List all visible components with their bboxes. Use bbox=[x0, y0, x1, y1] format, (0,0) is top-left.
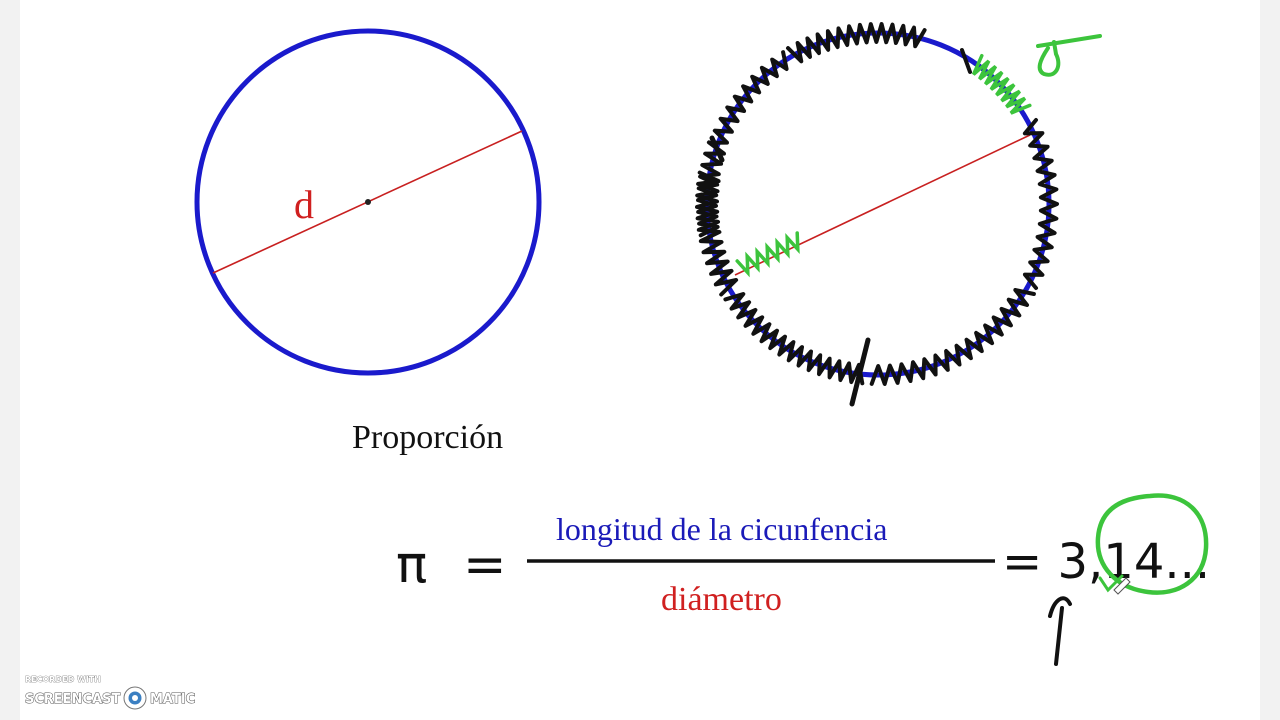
center-point bbox=[365, 199, 371, 205]
green-check-mark bbox=[1098, 574, 1124, 593]
circumference-scribble bbox=[695, 22, 1059, 386]
pi-symbol: π bbox=[396, 535, 427, 595]
watermark-matic: MATIC bbox=[150, 692, 195, 707]
green-diameter-mark-top bbox=[971, 53, 1032, 115]
tick-mark-top-left bbox=[709, 135, 725, 163]
tick-mark-bottom bbox=[849, 337, 871, 407]
right-margin-bar bbox=[1260, 0, 1280, 720]
green-diameter-mark-left bbox=[735, 231, 800, 278]
watermark-recorded-with: RECORDED WITH bbox=[25, 675, 101, 684]
green-d-glyph bbox=[1036, 34, 1102, 77]
equals-sign: = bbox=[463, 535, 507, 595]
screencast-watermark: RECORDED WITH SCREENCAST MATIC bbox=[25, 675, 196, 710]
tick-mark-top-right bbox=[960, 48, 972, 74]
formula-denominator: diámetro bbox=[661, 581, 782, 618]
diameter-label: d bbox=[294, 182, 314, 227]
circle-left bbox=[194, 28, 542, 376]
proportion-title: Proporción bbox=[352, 419, 503, 456]
pen-cursor-icon bbox=[1113, 577, 1131, 595]
formula-numerator: longitud de la cicunfencia bbox=[556, 511, 887, 547]
handwritten-result: = 3,14... bbox=[1002, 534, 1210, 590]
arrow-to-comma bbox=[1048, 596, 1072, 666]
green-highlight-circle bbox=[1095, 493, 1209, 595]
left-margin-bar bbox=[0, 0, 20, 720]
watermark-screencast: SCREENCAST bbox=[25, 692, 121, 707]
